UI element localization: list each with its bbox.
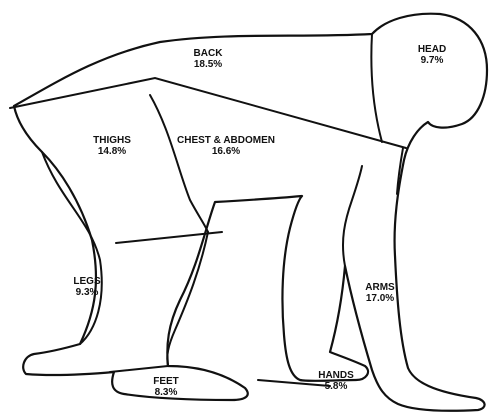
region-hands-value: 5.8% (318, 381, 354, 392)
region-back-label: BACK (194, 48, 223, 59)
region-back-value: 18.5% (194, 59, 223, 70)
thigh-front-line (150, 95, 208, 232)
region-arms-label: ARMS (365, 282, 394, 293)
region-legs: LEGS 9.3% (73, 276, 100, 298)
region-chest-label: CHEST & ABDOMEN (177, 135, 275, 146)
region-hands: HANDS 5.8% (318, 370, 354, 392)
ankle-line (110, 366, 168, 372)
region-chest-abdomen: CHEST & ABDOMEN 16.6% (177, 135, 275, 157)
body-outline (14, 14, 487, 411)
region-arms: ARMS 17.0% (365, 282, 394, 304)
region-legs-value: 9.3% (73, 287, 100, 298)
region-back: BACK 18.5% (194, 48, 223, 70)
region-arms-value: 17.0% (365, 293, 394, 304)
region-hands-label: HANDS (318, 370, 354, 381)
region-thighs: THIGHS 14.8% (93, 135, 131, 157)
region-chest-value: 16.6% (177, 146, 275, 157)
region-head-label: HEAD (418, 44, 446, 55)
region-thighs-label: THIGHS (93, 135, 131, 146)
region-legs-label: LEGS (73, 276, 100, 287)
region-head-value: 9.7% (418, 55, 446, 66)
neck-line (371, 34, 382, 142)
region-feet: FEET 8.3% (153, 376, 179, 398)
region-thighs-value: 14.8% (93, 146, 131, 157)
region-feet-label: FEET (153, 376, 179, 387)
region-head: HEAD 9.7% (418, 44, 446, 66)
region-feet-value: 8.3% (153, 387, 179, 398)
arm-inner-line (343, 166, 362, 266)
rear-leg-front (167, 232, 208, 366)
